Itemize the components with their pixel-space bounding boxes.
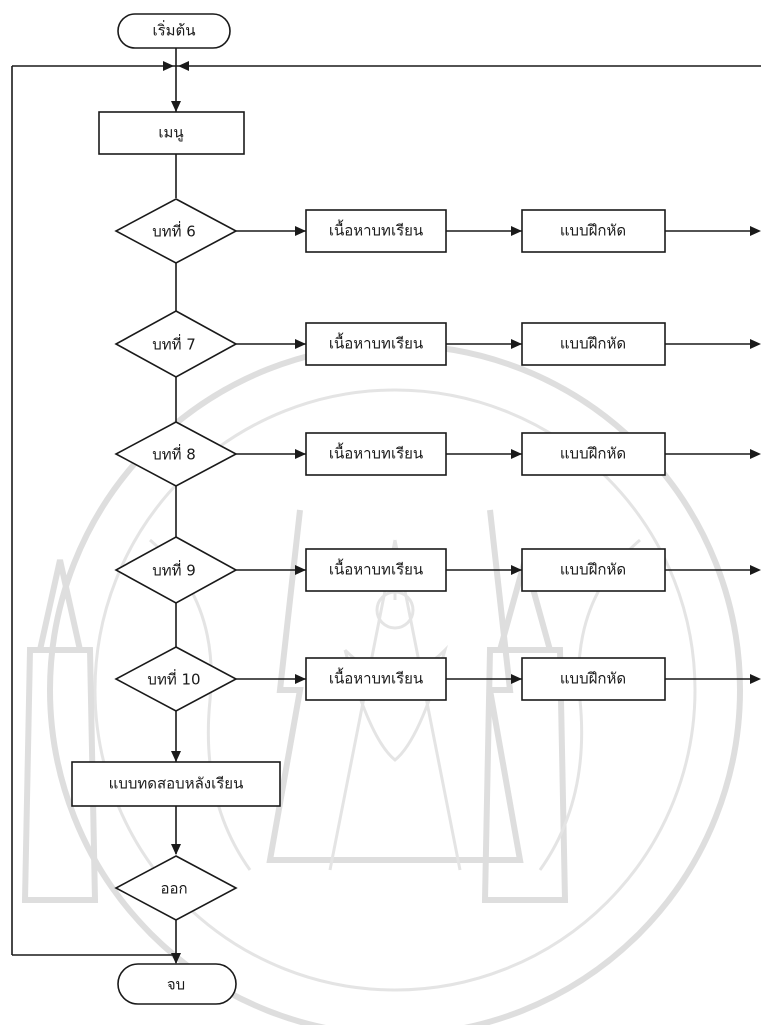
menu-label: เมนู <box>158 124 183 142</box>
junction-arrowhead-left-in <box>163 61 174 71</box>
arrowhead-offpage <box>750 339 761 349</box>
lesson-decision-label: บทที่ 10 <box>147 669 200 689</box>
arrowhead-right <box>295 339 306 349</box>
exercise-label: แบบฝึกหัด <box>560 335 626 353</box>
arrowhead-right <box>295 449 306 459</box>
arrowhead-right <box>295 565 306 575</box>
arrowhead-offpage <box>750 674 761 684</box>
content-label: เนื้อหาบทเรียน <box>329 443 423 463</box>
content-label: เนื้อหาบทเรียน <box>329 220 423 240</box>
arrowhead-right <box>511 339 522 349</box>
posttest-box <box>71 761 281 807</box>
content-box <box>305 432 447 476</box>
lesson-decision-label: บทที่ 7 <box>152 334 196 354</box>
exercise-box <box>521 322 666 366</box>
content-label: เนื้อหาบทเรียน <box>329 333 423 353</box>
arrowhead-right <box>511 674 522 684</box>
lesson-decision-label: บทที่ 9 <box>152 560 196 580</box>
content-label: เนื้อหาบทเรียน <box>329 668 423 688</box>
content-box <box>305 548 447 592</box>
arrowhead-down <box>171 844 181 855</box>
menu-box <box>98 111 245 155</box>
arrowhead-down <box>171 101 181 112</box>
end-terminal <box>117 963 237 1005</box>
content-box <box>305 657 447 701</box>
exit-label: ออก <box>160 880 187 898</box>
start-label: เริ่มต้น <box>152 20 195 40</box>
arrowhead-offpage <box>750 565 761 575</box>
arrowhead-offpage <box>750 226 761 236</box>
junction-arrowhead-right-in <box>178 61 189 71</box>
arrowhead-right <box>511 449 522 459</box>
arrowhead-right <box>511 565 522 575</box>
posttest-label: แบบทดสอบหลังเรียน <box>109 775 244 793</box>
arrowhead-right <box>295 674 306 684</box>
end-label: จบ <box>167 976 185 994</box>
exercise-label: แบบฝึกหัด <box>560 670 626 688</box>
lesson-decision-label: บทที่ 6 <box>152 221 196 241</box>
exercise-label: แบบฝึกหัด <box>560 445 626 463</box>
arrowhead-offpage <box>750 449 761 459</box>
lesson-decision-label: บทที่ 8 <box>152 444 196 464</box>
content-box <box>305 209 447 253</box>
arrowhead-right <box>295 226 306 236</box>
content-label: เนื้อหาบทเรียน <box>329 559 423 579</box>
exercise-label: แบบฝึกหัด <box>560 222 626 240</box>
arrowhead-down <box>171 751 181 762</box>
exercise-box <box>521 209 666 253</box>
arrowhead-down <box>171 953 181 964</box>
arrowhead-right <box>511 226 522 236</box>
start-terminal <box>117 13 231 49</box>
exercise-label: แบบฝึกหัด <box>560 561 626 579</box>
